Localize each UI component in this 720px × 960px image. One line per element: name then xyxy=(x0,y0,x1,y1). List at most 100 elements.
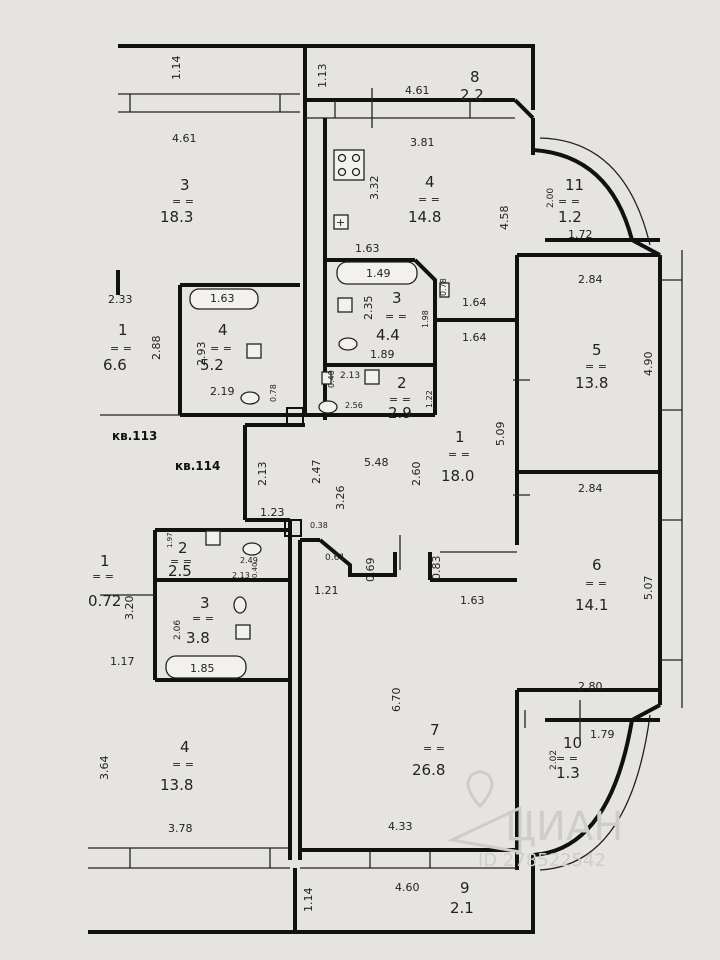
dim-label: 2.02 xyxy=(549,750,559,770)
svg-text:10: 10 xyxy=(563,734,582,752)
dim-label: 0.78 xyxy=(269,384,278,402)
dim-label: 1.13 xyxy=(316,64,329,89)
room-10-bay: 10= =1.3 xyxy=(556,734,582,782)
dim-label: 2.13 xyxy=(340,371,360,381)
svg-text:13.8: 13.8 xyxy=(575,374,608,392)
toilet-icon xyxy=(240,391,260,405)
dim-label: 1.98 xyxy=(421,310,430,328)
svg-text:11: 11 xyxy=(565,176,584,194)
dim-label: 0.69 xyxy=(364,558,377,583)
dim-label: 3.78 xyxy=(168,822,193,835)
room-3-low-left: 3= = 3.8 xyxy=(186,594,214,647)
svg-text:3: 3 xyxy=(180,176,190,194)
dim-label: 4.60 xyxy=(395,881,420,894)
bathtub-icon xyxy=(165,655,247,679)
dim-label: 1.49 xyxy=(366,267,391,280)
sink-icon xyxy=(333,214,349,230)
windows xyxy=(129,94,682,868)
room-1-hall: 1= =18.0 xyxy=(441,428,474,485)
washbasin-icon xyxy=(246,343,262,359)
dim-label: 3.26 xyxy=(334,486,347,511)
washbasin-icon xyxy=(337,297,353,313)
dim-label: 4.61 xyxy=(405,84,430,97)
dim-label: 1.63 xyxy=(460,594,485,607)
svg-text:1: 1 xyxy=(118,321,128,339)
svg-text:6.6: 6.6 xyxy=(103,356,127,374)
dim-label: 2.47 xyxy=(310,460,323,485)
svg-text:2.2: 2.2 xyxy=(460,86,484,104)
dim-label: 1.89 xyxy=(370,348,395,361)
dim-label: 1.21 xyxy=(314,584,339,597)
svg-text:1.2: 1.2 xyxy=(558,208,582,226)
room-7: 7= =26.8 xyxy=(412,721,445,779)
dim-label: 2.60 xyxy=(410,462,423,487)
bathtub-icon xyxy=(189,288,259,310)
svg-text:2.1: 2.1 xyxy=(450,899,474,917)
svg-text:3: 3 xyxy=(200,594,210,612)
dim-label: 6.70 xyxy=(390,688,403,713)
svg-text:3.8: 3.8 xyxy=(186,629,210,647)
svg-text:2.9: 2.9 xyxy=(388,404,412,422)
room-2-wc: 2= =2.9 xyxy=(388,374,412,422)
dim-label: 2.00 xyxy=(546,188,556,208)
watermark-id: ID 278522542 xyxy=(478,850,606,871)
svg-text:4: 4 xyxy=(425,173,435,191)
dimension-labels: 1.14 1.13 4.61 4.61 3.81 3.32 4.58 1.63 … xyxy=(98,56,655,913)
dim-label: 1.72 xyxy=(568,228,593,241)
toilet-icon xyxy=(338,337,358,351)
svg-text:14.1: 14.1 xyxy=(575,596,608,614)
dim-label: 3.81 xyxy=(410,136,435,149)
fixtures: + xyxy=(165,149,450,679)
dim-label: 1.63 xyxy=(210,292,235,305)
room-4-low-left: 4= =13.8 xyxy=(160,738,194,794)
dim-label: 1.14 xyxy=(302,888,315,913)
svg-text:2: 2 xyxy=(397,374,407,392)
dim-label: 2.56 xyxy=(345,401,363,410)
dim-label: 3.32 xyxy=(368,176,381,201)
dim-label: 1.22 xyxy=(425,390,434,408)
dim-label: 2.84 xyxy=(578,482,603,495)
dim-label: 2.84 xyxy=(578,273,603,286)
room-labels: 3= =18.3 1= =6.6 4= =5.2 4= =14.8 3= =4.… xyxy=(88,68,608,917)
svg-text:= =: = = xyxy=(448,448,470,461)
room-3-bath: 3= =4.4 xyxy=(376,289,407,344)
room-11-bay: 11= =1.2 xyxy=(558,176,584,226)
toilet-icon xyxy=(318,400,338,414)
dim-label: 3.20 xyxy=(123,596,136,621)
svg-text:6: 6 xyxy=(592,556,602,574)
svg-text:= =: = = xyxy=(110,342,132,355)
room-4-kitchen: 4 = = 14.8 xyxy=(408,173,441,226)
svg-text:= =: = = xyxy=(192,612,214,625)
walls xyxy=(88,44,683,934)
svg-text:14.8: 14.8 xyxy=(408,208,441,226)
dim-label: 0.38 xyxy=(310,521,328,530)
svg-text:= =: = = xyxy=(170,555,192,568)
svg-text:= =: = = xyxy=(172,758,194,771)
svg-text:+: + xyxy=(336,216,345,229)
toilet-icon xyxy=(233,596,247,614)
svg-text:5.2: 5.2 xyxy=(200,356,224,374)
room-8-balcony: 82.2 xyxy=(460,68,484,104)
room-5: 5= =13.8 xyxy=(575,341,608,392)
dim-label: 2.88 xyxy=(150,336,163,361)
dim-label: 2.49 xyxy=(240,556,258,565)
svg-text:= =: = = xyxy=(558,195,580,208)
room-9-balcony: 92.1 xyxy=(450,879,474,917)
svg-text:0.72: 0.72 xyxy=(88,592,121,610)
svg-text:= =: = = xyxy=(423,742,445,755)
svg-text:7: 7 xyxy=(430,721,440,739)
room-2-low-left: 2= =2.5 xyxy=(168,539,192,580)
floor-drain-icon xyxy=(439,282,450,298)
dim-label: 4.33 xyxy=(388,820,413,833)
dim-label: 1.14 xyxy=(170,56,183,81)
dim-label: 1.85 xyxy=(190,662,215,675)
svg-text:18.3: 18.3 xyxy=(160,208,193,226)
svg-text:18.0: 18.0 xyxy=(441,467,474,485)
bathtub-icon xyxy=(336,261,418,285)
dim-label: 1.23 xyxy=(260,506,285,519)
room-4-left: 4= =5.2 xyxy=(200,321,232,374)
svg-text:= =: = = xyxy=(418,193,440,206)
washbasin-icon xyxy=(364,369,380,385)
dim-label: 2.35 xyxy=(362,296,375,321)
